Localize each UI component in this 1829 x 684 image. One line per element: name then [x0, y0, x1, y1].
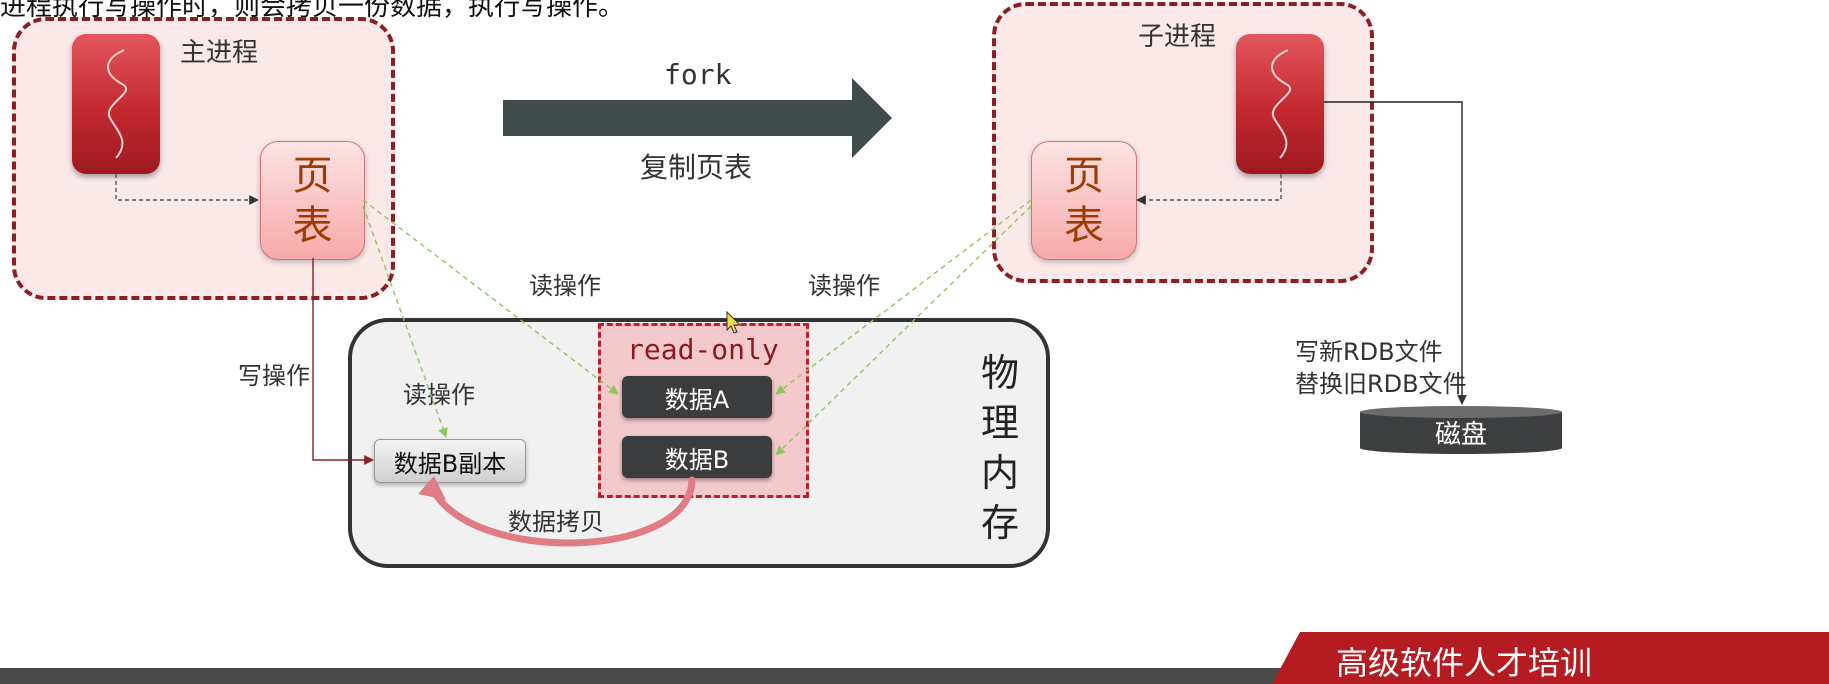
data-copy-arrow-head — [418, 476, 446, 500]
write-label: 写操作 — [238, 362, 310, 390]
data-b-block: 数据B — [622, 436, 772, 478]
banner-text: 高级软件人才培训 — [1336, 644, 1593, 682]
fork-arrow — [503, 78, 892, 158]
write-arrow — [312, 258, 374, 465]
memory-title-char-3: 内 — [980, 451, 1019, 495]
read-arrow-child-to-a — [775, 199, 1032, 395]
header-cut-text: 进程执行写操作时，则会拷贝一份数据，执行写操作。 — [0, 0, 625, 22]
read-label-left: 读操作 — [529, 272, 601, 300]
memory-title-char-1: 物 — [980, 351, 1019, 395]
main-process-title: 主进程 — [180, 38, 259, 68]
read-label-right: 读操作 — [808, 272, 880, 300]
child-page-table-char-2: 表 — [1064, 202, 1104, 249]
readonly-label: read-only — [627, 333, 779, 366]
child-thread-icon — [1236, 34, 1324, 174]
memory-title-char-4: 存 — [980, 501, 1019, 545]
main-page-table: 页 表 — [260, 141, 365, 260]
data-copy-arrow — [428, 476, 696, 547]
read-arrow-child-to-b — [775, 205, 1032, 456]
child-to-disk-arrow — [1324, 101, 1467, 405]
child-page-table: 页 表 — [1031, 141, 1137, 260]
read-label-inner: 读操作 — [403, 381, 475, 409]
disk-label-line1: 写新RDB文件 — [1295, 338, 1443, 366]
disk-label: 磁盘 — [1434, 420, 1487, 450]
main-thread-icon — [72, 34, 160, 174]
physical-memory-title: 物 理 内 存 — [978, 348, 1022, 548]
mouse-cursor — [726, 310, 742, 334]
read-arrow-main-to-copy — [362, 205, 448, 438]
data-b-copy-block: 数据B副本 — [374, 439, 526, 483]
main-page-table-char-1: 页 — [292, 152, 333, 199]
child-thread-to-page-table — [1136, 174, 1282, 205]
child-process-title: 子进程 — [1138, 22, 1217, 52]
disk-icon — [1360, 406, 1562, 454]
data-a-block: 数据A — [622, 376, 772, 418]
copy-label: 数据拷贝 — [508, 508, 604, 536]
banner-shape — [1272, 632, 1829, 684]
main-page-table-char-2: 表 — [292, 202, 333, 249]
fork-caption: 复制页表 — [640, 151, 753, 184]
fork-label: fork — [664, 58, 732, 91]
main-thread-to-page-table — [115, 174, 259, 205]
memory-title-char-2: 理 — [980, 401, 1019, 445]
disk-label-line2: 替换旧RDB文件 — [1295, 370, 1467, 398]
read-arrow-main-to-a — [362, 199, 619, 395]
child-page-table-char-1: 页 — [1064, 152, 1104, 199]
